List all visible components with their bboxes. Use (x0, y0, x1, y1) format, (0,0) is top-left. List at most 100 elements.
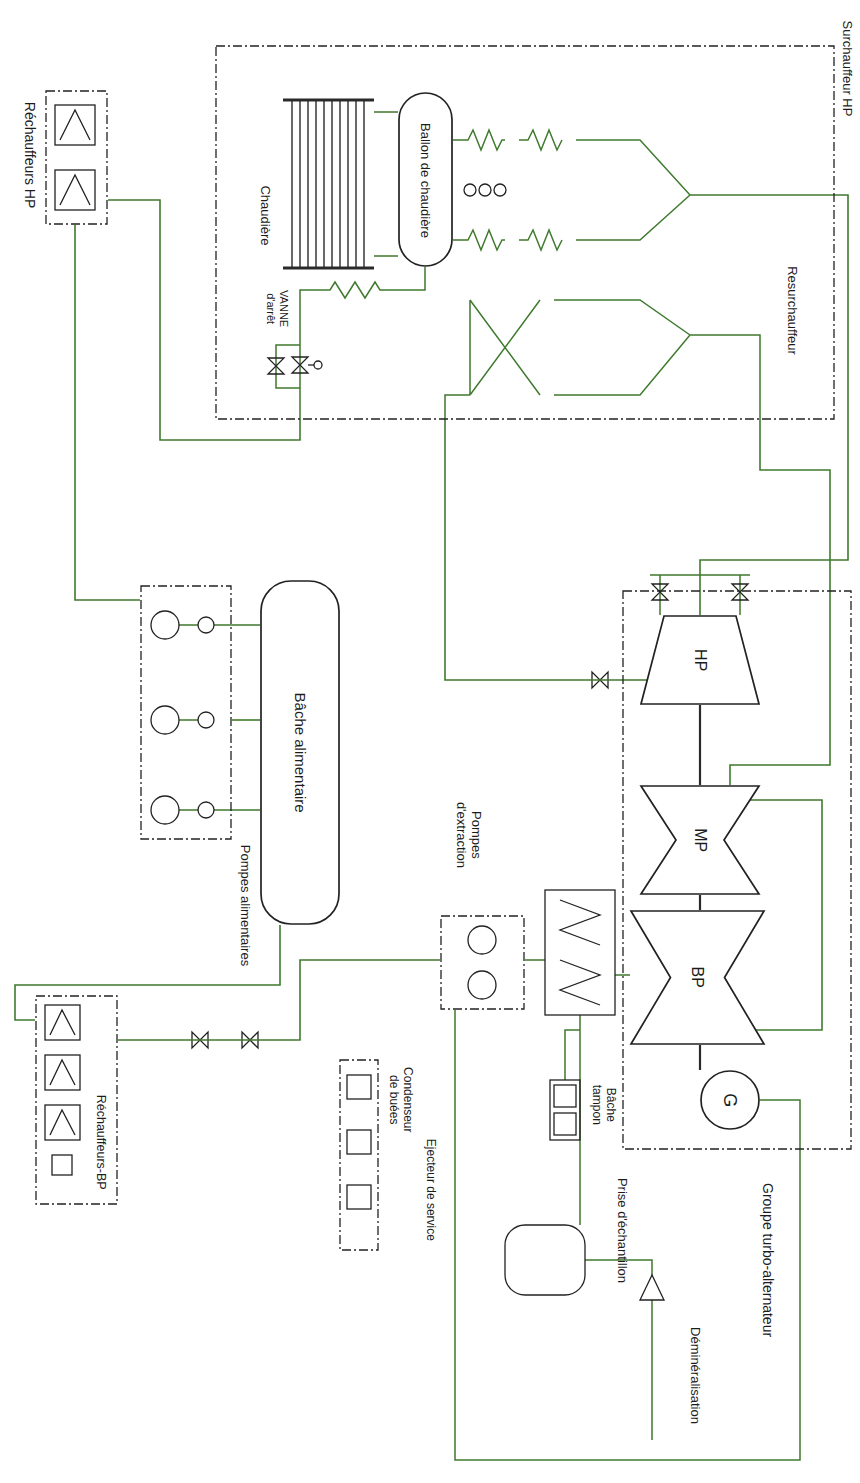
steam-pipe (690, 194, 835, 196)
turbine-outline (631, 911, 764, 1044)
equipment-node: MP (640, 785, 760, 895)
equipment-node: BP (630, 910, 765, 1045)
valve-symbol (652, 584, 668, 600)
exchanger-coil (60, 110, 90, 205)
component-label: MP (691, 820, 709, 860)
equipment (45, 105, 664, 1300)
gauge-symbol (464, 184, 476, 196)
pipe-connector (75, 225, 140, 600)
crossover-stub (750, 800, 765, 1030)
pipe-connector (760, 800, 822, 1030)
equipment-label: VANNE d'arrêt (264, 281, 289, 336)
ejector-group (340, 1060, 378, 1250)
bypass-pipe (276, 345, 300, 388)
gauge-symbol (479, 184, 491, 196)
booster-pump (198, 802, 214, 818)
generator-outline (701, 1071, 759, 1129)
storage-tank (505, 1225, 585, 1295)
pipe-lines (179, 112, 835, 1460)
booster-pump (198, 617, 214, 633)
group-heading: Pompes alimentaires (238, 830, 253, 980)
ejector-stage (347, 1075, 371, 1099)
equipment-node: Pompes alimentaires (140, 585, 232, 840)
gauge-symbol (494, 184, 506, 196)
valve-symbol (292, 357, 308, 373)
vessel-outline (261, 581, 339, 924)
pipe-connector (730, 420, 830, 785)
heat-exchanger (554, 1085, 576, 1107)
component-label: Ballon de chaudière (418, 105, 433, 255)
ejector-stage (347, 1130, 371, 1154)
pipe-connector (232, 719, 260, 721)
valve-actuator (314, 361, 322, 369)
condenser-shell (545, 890, 615, 1015)
pipe-connector (700, 195, 848, 615)
component-label: Bâche alimentaire (291, 652, 308, 852)
equipment-node: G (700, 1070, 760, 1130)
equipment-node: Réchauffeurs HP (45, 90, 108, 225)
group-border (46, 91, 107, 224)
turbine-outline (641, 616, 759, 704)
condenser-coil (560, 900, 600, 1005)
turbine-shaft (699, 705, 701, 1070)
equipment-node: HP (640, 615, 760, 705)
economizer-coil (300, 267, 425, 420)
sample-cooler (550, 1080, 580, 1140)
pump-symbol (151, 796, 179, 824)
equipment-label: Ejecteur de service (423, 1120, 437, 1260)
sample-pipe (565, 1030, 580, 1080)
condenser-pipe (525, 960, 630, 975)
heat-exchanger (554, 1113, 576, 1135)
equipment-node: Groupe turbo-alternateurHPMPBPG (622, 590, 852, 1150)
equipment-label: Prise d'échantillon (615, 1155, 630, 1305)
group-heading: Pompes d'extraction (453, 790, 483, 880)
superheater-coil (453, 130, 690, 195)
equipment-label: Déminéralisation (688, 1310, 703, 1440)
equipment-label: Bâche tampon (589, 1080, 617, 1130)
group-border (141, 586, 231, 839)
component-label: Réchauffeurs-BP (94, 1085, 108, 1199)
equipment-node: Pompes d'extraction (440, 915, 525, 1010)
equipment-node: Ballon de chaudière (398, 92, 453, 267)
valve-symbol (732, 584, 748, 600)
component-outline (440, 915, 525, 1010)
turbine-outline (641, 786, 759, 894)
pump-symbol (468, 926, 496, 954)
tube-header (283, 100, 374, 268)
equipment-node: Chaudière Ballon de chaudière (215, 45, 835, 420)
component-outline (140, 585, 232, 840)
booster-pump (198, 712, 214, 728)
component-label: G (720, 1085, 741, 1115)
superheater-coil (453, 195, 690, 250)
component-outline (45, 90, 108, 225)
group-border (441, 916, 524, 1009)
ejector-stage (347, 1185, 371, 1209)
equipment-node: Bâche alimentaire (260, 580, 340, 925)
pipe-connector (445, 420, 640, 680)
valve-symbol (268, 358, 284, 374)
group-heading: Réchauffeurs HP (22, 90, 38, 220)
group-border (623, 591, 851, 1149)
equipment-label: Resurchauffeur (785, 255, 800, 365)
group-border (36, 996, 117, 1204)
group-heading: Groupe turbo-alternateur (760, 1165, 776, 1355)
demineralizer-symbol (640, 1275, 664, 1300)
tube-bank (292, 100, 364, 268)
makeup-pipe (580, 1015, 652, 1440)
equipment-label: Condenseur de buées (386, 1060, 414, 1140)
component-label: BP (688, 957, 706, 997)
exchanger-coil (50, 1010, 75, 1135)
riser-pipe (374, 112, 398, 256)
suction-pipe (179, 625, 260, 810)
component-outline (215, 45, 835, 420)
pipe-connector (118, 960, 440, 1040)
equipment-node: Réchauffeurs-BP (35, 995, 118, 1205)
vessel-outline (399, 93, 452, 266)
component-label: HP (691, 640, 709, 680)
component-label: Chaudière (258, 175, 273, 255)
pump-symbol (151, 611, 179, 639)
boiler-tubes (283, 100, 374, 268)
return-pipe (455, 1010, 800, 1460)
pump-symbol (468, 971, 496, 999)
